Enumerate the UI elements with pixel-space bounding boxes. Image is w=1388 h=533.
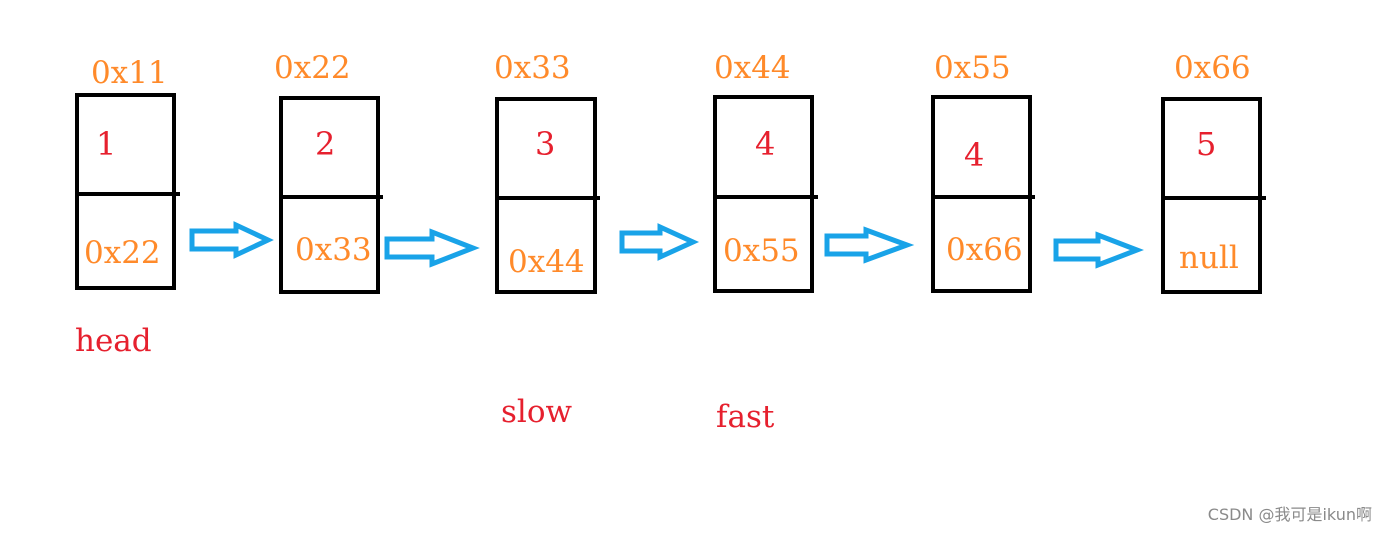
pointer-label-head: head [75, 323, 152, 359]
node-address-6: 0x66 [1174, 50, 1251, 86]
node-next-5: 0x66 [946, 232, 1023, 268]
node-next-3: 0x44 [508, 244, 585, 280]
pointer-label-fast: fast [716, 399, 775, 435]
node-box-3 [495, 97, 600, 294]
csdn-watermark: CSDN @我可是ikun啊 [1207, 505, 1372, 524]
arrow-icon-5 [1053, 231, 1144, 269]
node-next-2: 0x33 [295, 232, 372, 268]
arrow-icon-3 [619, 223, 700, 261]
node-address-3: 0x33 [494, 50, 571, 86]
node-box-1 [75, 93, 180, 290]
node-box-4 [713, 95, 818, 293]
node-box-2 [279, 96, 383, 294]
node-box-5 [931, 95, 1035, 293]
node-address-2: 0x22 [274, 50, 351, 86]
node-value-3: 3 [535, 125, 556, 163]
arrow-icon-1 [189, 221, 274, 259]
node-value-5: 4 [964, 136, 985, 174]
node-address-1: 0x11 [91, 55, 168, 91]
node-next-1: 0x22 [84, 235, 161, 271]
node-next-6: null [1179, 240, 1239, 276]
node-value-1: 1 [96, 125, 117, 163]
node-box-6 [1161, 97, 1266, 294]
node-value-6: 5 [1196, 125, 1217, 163]
node-address-4: 0x44 [714, 50, 791, 86]
node-value-2: 2 [315, 125, 336, 163]
arrow-icon-4 [824, 226, 915, 264]
node-value-4: 4 [755, 125, 776, 163]
node-next-4: 0x55 [723, 233, 800, 269]
pointer-label-slow: slow [501, 394, 573, 430]
node-address-5: 0x55 [934, 50, 1011, 86]
arrow-icon-2 [384, 228, 480, 268]
